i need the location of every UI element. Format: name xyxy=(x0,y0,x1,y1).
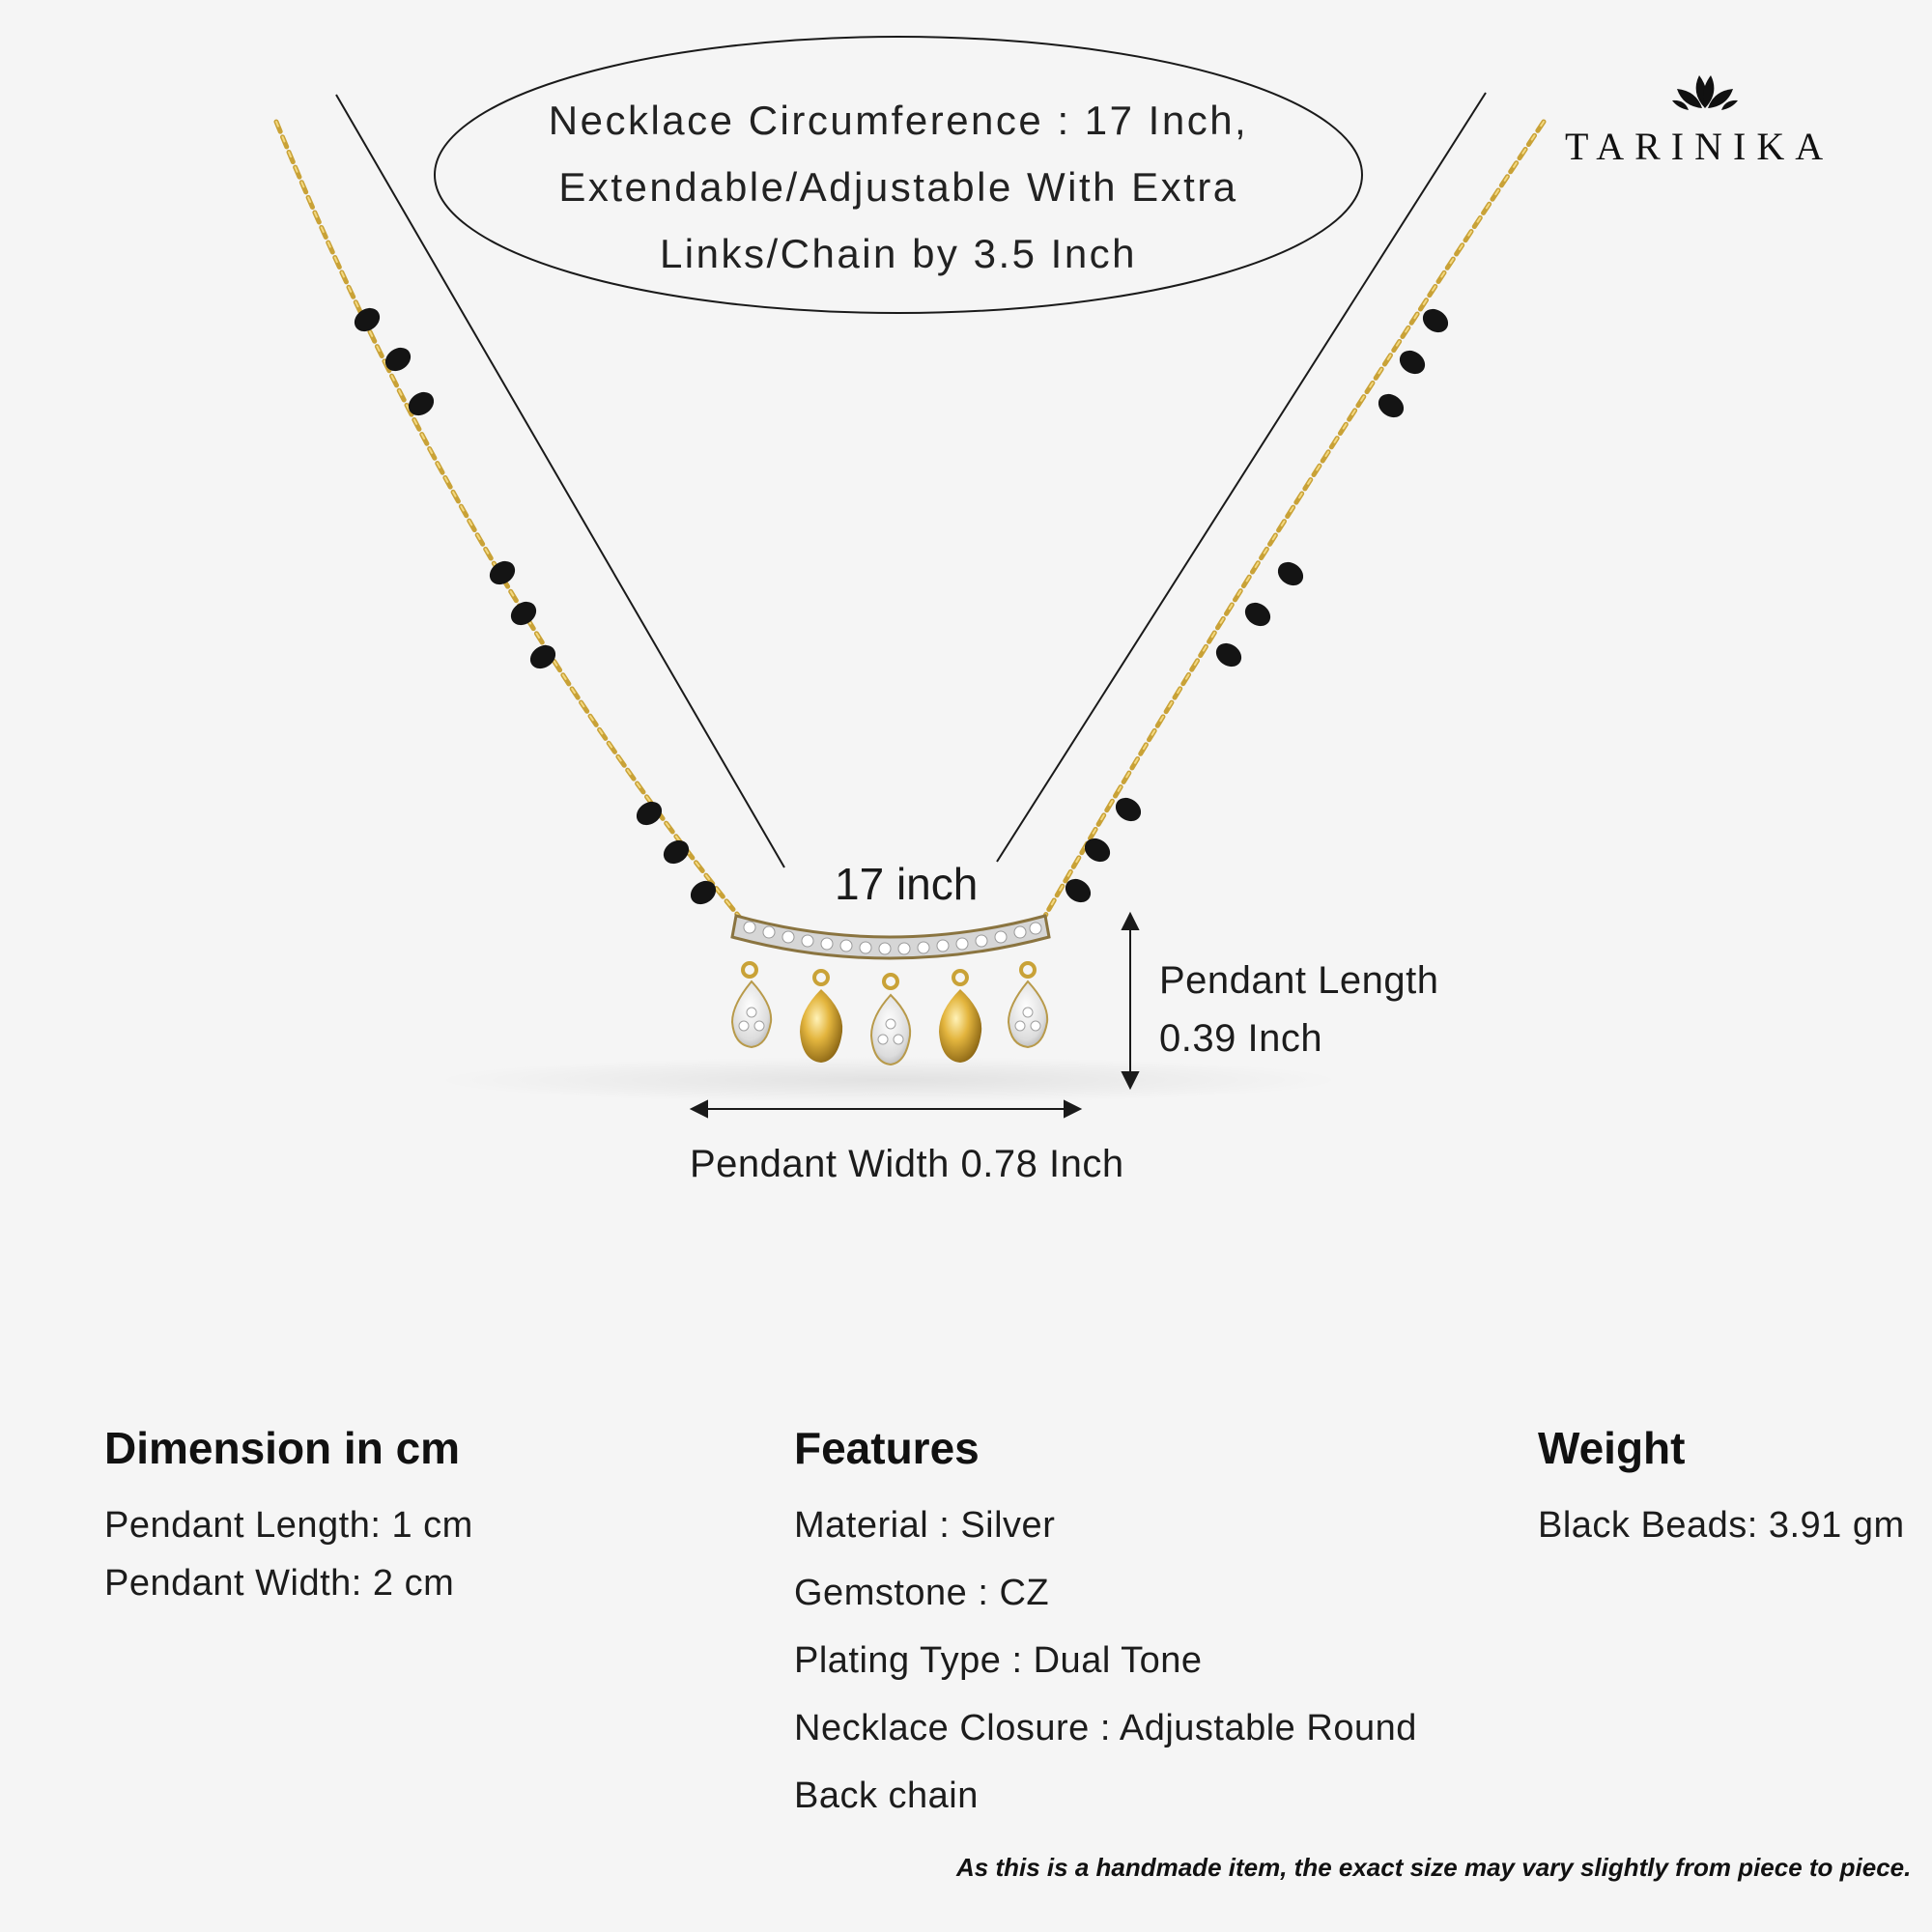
black-beads-right xyxy=(1065,308,1449,903)
feature-item: Plating Type : Dual Tone xyxy=(794,1640,1203,1681)
pendant-width-label: Pendant Width 0.78 Inch xyxy=(690,1143,1124,1185)
dimension-item: Pendant Length: 1 cm xyxy=(104,1505,473,1546)
guide-line-left xyxy=(335,94,785,868)
chain-right-shine xyxy=(1044,121,1545,917)
circumference-line-3: Links/Chain by 3.5 Inch xyxy=(659,231,1138,276)
dimension-item: Pendant Width: 2 cm xyxy=(104,1563,455,1604)
weight-heading: Weight xyxy=(1538,1423,1686,1473)
circumference-text: Necklace Circumference : 17 Inch, Extend… xyxy=(444,87,1352,287)
feature-item: Back chain xyxy=(794,1776,979,1816)
necklace-length-label: 17 inch xyxy=(835,859,979,909)
circumference-line-2: Extendable/Adjustable With Extra xyxy=(558,164,1238,210)
chain-left-shine xyxy=(275,121,741,919)
pendant xyxy=(730,914,1051,1066)
pendant-width-arrow xyxy=(689,1099,1083,1119)
pendant-length-value: 0.39 Inch xyxy=(1159,1017,1323,1060)
weight-item: Black Beads: 3.91 gm xyxy=(1538,1505,1905,1546)
disclaimer: As this is a handmade item, the exact si… xyxy=(956,1853,1912,1882)
brand-name: TARINIKA xyxy=(1565,125,1834,168)
feature-item: Necklace Closure : Adjustable Round xyxy=(794,1708,1417,1748)
circumference-oval xyxy=(434,36,1363,314)
pendant-length-title: Pendant Length xyxy=(1159,959,1439,1002)
dimension-heading: Dimension in cm xyxy=(104,1423,461,1473)
lotus-icon xyxy=(1672,75,1738,110)
circumference-line-1: Necklace Circumference : 17 Inch, xyxy=(548,98,1249,143)
pendant-length-label: Pendant Length 0.39 Inch xyxy=(1159,952,1438,1067)
feature-item: Material : Silver xyxy=(794,1505,1056,1546)
feature-item: Gemstone : CZ xyxy=(794,1573,1050,1613)
black-beads-left xyxy=(354,307,717,905)
guide-line-right xyxy=(996,92,1487,863)
features-heading: Features xyxy=(794,1423,980,1473)
pendant-length-arrow xyxy=(1121,911,1140,1091)
